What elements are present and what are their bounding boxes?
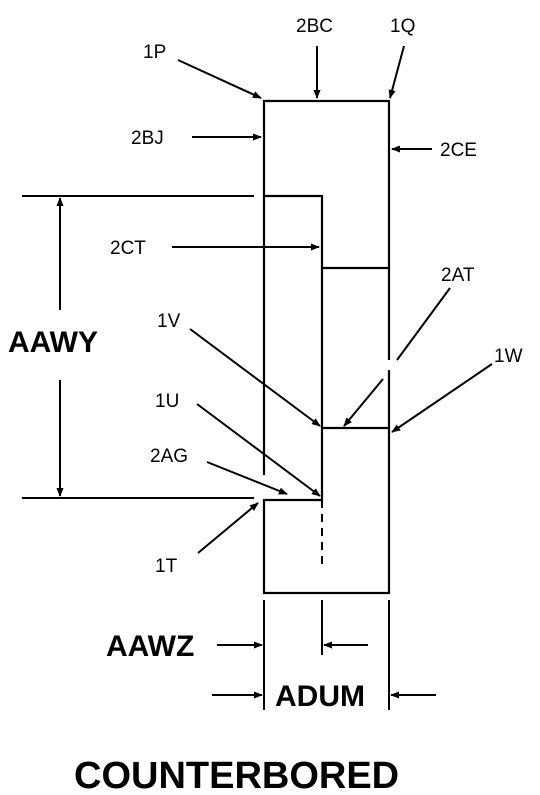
leader-2at-upper [396,287,451,361]
label-1q: 1Q [390,16,415,37]
label-2ct: 2CT [110,238,146,259]
leader-1u [196,403,321,497]
label-1v: 1V [157,311,181,332]
label-2bc: 2BC [296,16,333,37]
leader-1p [177,59,262,99]
label-2at: 2AT [441,265,475,286]
label-1w: 1W [494,346,523,367]
leader-1w [391,363,493,433]
leader-1v [189,328,321,427]
label-1t: 1T [155,556,178,577]
aawy-label: AAWY [8,326,98,359]
leader-1q [388,45,405,99]
label-2ag: 2AG [150,446,188,467]
figure-title: COUNTERBORED [74,755,399,795]
lower-hatched-section [262,426,391,595]
adum-label: ADUM [275,680,365,713]
upper-hatched-section [262,99,391,270]
leader-1t [197,502,259,554]
label-2ce: 2CE [440,140,477,161]
label-1u: 1U [155,391,179,412]
aawz-label: AAWZ [106,630,194,663]
label-1p: 1P [143,42,166,63]
leader-2at-lower [343,378,384,427]
label-2bj: 2BJ [131,128,164,149]
leader-2ag [206,461,288,495]
